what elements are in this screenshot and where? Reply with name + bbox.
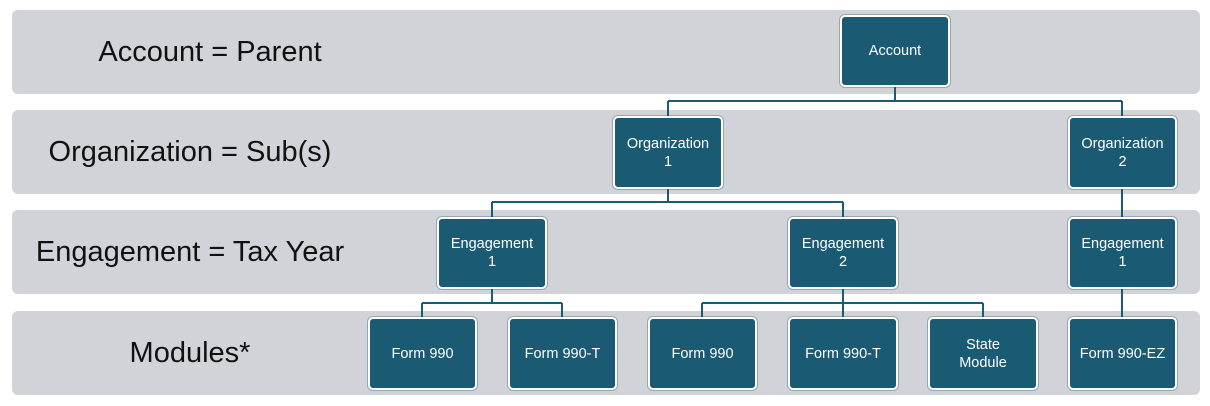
module-state-node: State Module (928, 317, 1038, 390)
engagement-2-node: Engagement 2 (788, 217, 898, 289)
level-label-modules: Modules* (129, 336, 251, 369)
module-form-990t-node: Form 990-T (508, 317, 617, 390)
module-form-990ez-node: Form 990-EZ (1068, 317, 1177, 390)
module-form-990-node: Form 990 (368, 317, 477, 390)
organization-2-node: Organization 2 (1068, 116, 1177, 189)
level-band-organization (12, 110, 1200, 194)
engagement-org2-node: Engagement 1 (1068, 217, 1177, 289)
module-form-990-node: Form 990 (648, 317, 757, 390)
level-label-organization: Organization = Sub(s) (48, 135, 332, 168)
level-label-account: Account = Parent (98, 35, 322, 68)
account-node: Account (840, 15, 950, 87)
module-form-990t-node: Form 990-T (788, 317, 898, 390)
level-label-engagement: Engagement = Tax Year (35, 235, 345, 268)
organization-1-node: Organization 1 (613, 116, 723, 189)
level-band-account (12, 10, 1200, 94)
engagement-1-node: Engagement 1 (437, 217, 547, 289)
level-band-engagement (12, 210, 1200, 294)
